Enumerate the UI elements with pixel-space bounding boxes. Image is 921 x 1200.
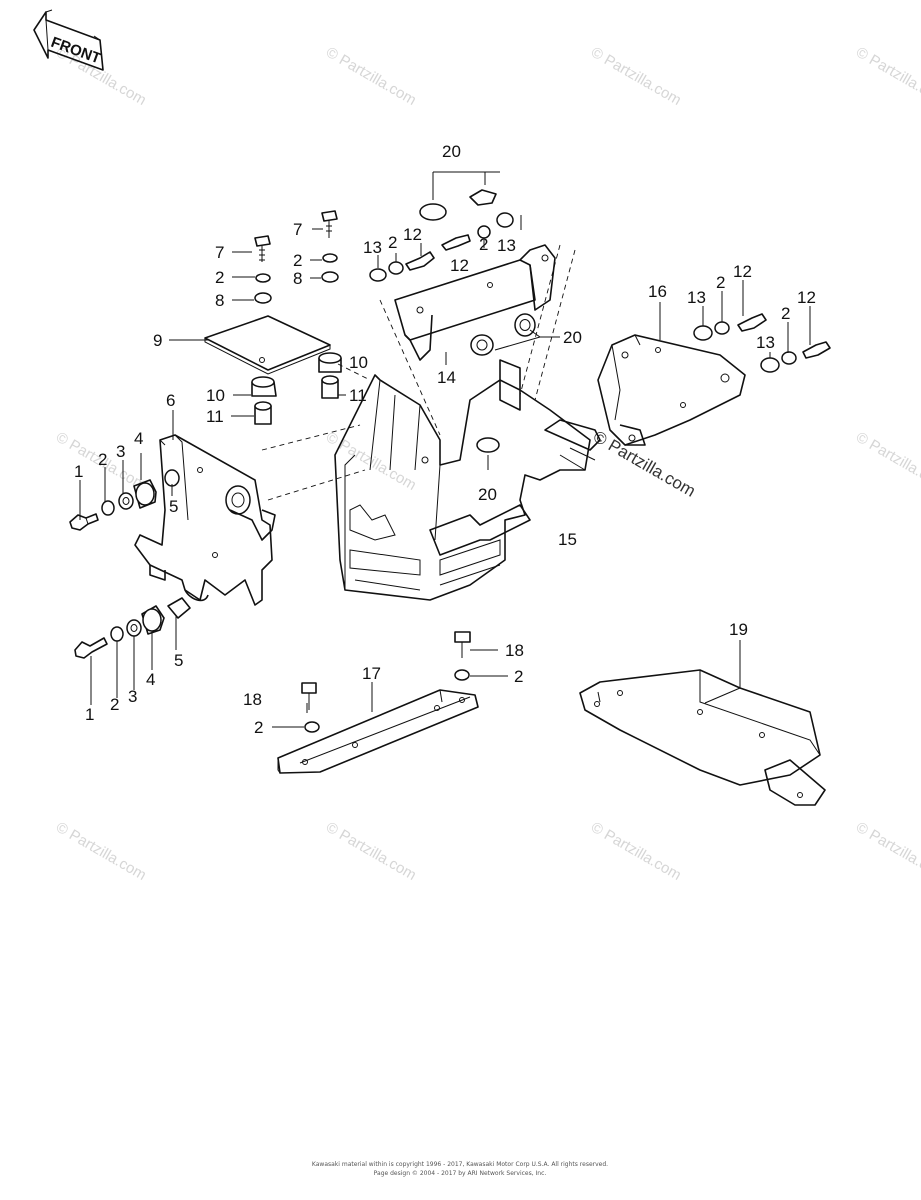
leader-lines	[79, 171, 811, 728]
callout-2: 2	[98, 450, 107, 469]
copyright-line-1: Kawasaki material within is copyright 19…	[312, 1161, 608, 1168]
callout-10: 10	[349, 353, 368, 372]
callout-1: 1	[85, 705, 94, 724]
callout-20: 20	[442, 142, 461, 161]
alignment-line	[267, 469, 366, 501]
callout-18: 18	[505, 641, 524, 660]
left-bracket-part-6	[134, 434, 276, 606]
right-bracket-part-16	[597, 334, 746, 446]
callout-9: 9	[153, 331, 162, 350]
callout-20: 20	[563, 328, 582, 347]
callout-18: 18	[243, 690, 262, 709]
callout-13: 13	[497, 236, 516, 255]
screws-7-2-8-left	[254, 235, 272, 304]
callout-12: 12	[733, 262, 752, 281]
callout-3: 3	[128, 687, 137, 706]
callout-5: 5	[169, 497, 178, 516]
callout-5: 5	[174, 651, 183, 670]
callout-4: 4	[134, 429, 143, 448]
upper-bracket-fasteners	[369, 189, 514, 356]
watermark: © Partzilla.com	[323, 819, 419, 884]
callout-2: 2	[388, 233, 397, 252]
callout-15: 15	[558, 530, 577, 549]
callout-4: 4	[146, 670, 155, 689]
callout-20: 20	[478, 485, 497, 504]
callout-8: 8	[293, 269, 302, 288]
lower-left-fasteners	[74, 597, 191, 659]
callout-19: 19	[729, 620, 748, 639]
callout-1: 1	[74, 462, 83, 481]
bar-part-17	[277, 689, 479, 774]
footer-copyright: Kawasaki material within is copyright 19…	[312, 1161, 608, 1177]
watermark: © Partzilla.com	[53, 819, 149, 884]
watermark: © Partzilla.com	[588, 819, 684, 884]
callout-2: 2	[781, 304, 790, 323]
alignment-line	[261, 424, 361, 451]
callout-2: 2	[514, 667, 523, 686]
callout-3: 3	[116, 442, 125, 461]
tray-part-19	[579, 669, 826, 806]
watermark: © Partzilla.com	[853, 429, 921, 494]
copyright-line-2: Page design © 2004 - 2017 by ARI Network…	[374, 1170, 547, 1177]
callout-10: 10	[206, 386, 225, 405]
callout-16: 16	[648, 282, 667, 301]
alignment-line	[329, 359, 371, 381]
callout-7: 7	[215, 243, 224, 262]
watermark: © Partzilla.com	[323, 44, 419, 109]
watermark: © Partzilla.com	[588, 44, 684, 109]
callout-12: 12	[797, 288, 816, 307]
right-bracket-fasteners	[693, 313, 831, 373]
upper-bracket-part-14	[379, 244, 576, 436]
callout-13: 13	[363, 238, 382, 257]
callout-2: 2	[215, 268, 224, 287]
callout-11: 11	[206, 407, 224, 426]
screws-7-2-8-right	[321, 210, 339, 283]
battery-case-part-15	[334, 359, 601, 601]
callout-labels: 20 20 20 7 7 2 2 8 8 9 10 10 11 11 13 2 …	[74, 142, 816, 737]
callout-2: 2	[716, 273, 725, 292]
cover-plate-part-9	[204, 315, 331, 375]
callout-12: 12	[450, 256, 469, 275]
callout-7: 7	[293, 220, 302, 239]
callout-13: 13	[687, 288, 706, 307]
callout-6: 6	[166, 391, 175, 410]
callout-12: 12	[403, 225, 422, 244]
callout-13: 13	[756, 333, 775, 352]
watermark: © Partzilla.com	[853, 44, 921, 109]
watermark: © Partzilla.com	[853, 819, 921, 884]
callout-2: 2	[479, 235, 488, 254]
callout-2: 2	[254, 718, 263, 737]
upper-left-fasteners	[69, 479, 157, 531]
callout-2: 2	[293, 251, 302, 270]
callout-14: 14	[437, 368, 456, 387]
callout-11: 11	[349, 386, 367, 405]
grommets-10-11	[251, 352, 342, 425]
callout-2: 2	[110, 695, 119, 714]
callout-17: 17	[362, 664, 381, 683]
callout-8: 8	[215, 291, 224, 310]
bolts-18-2	[301, 631, 471, 733]
